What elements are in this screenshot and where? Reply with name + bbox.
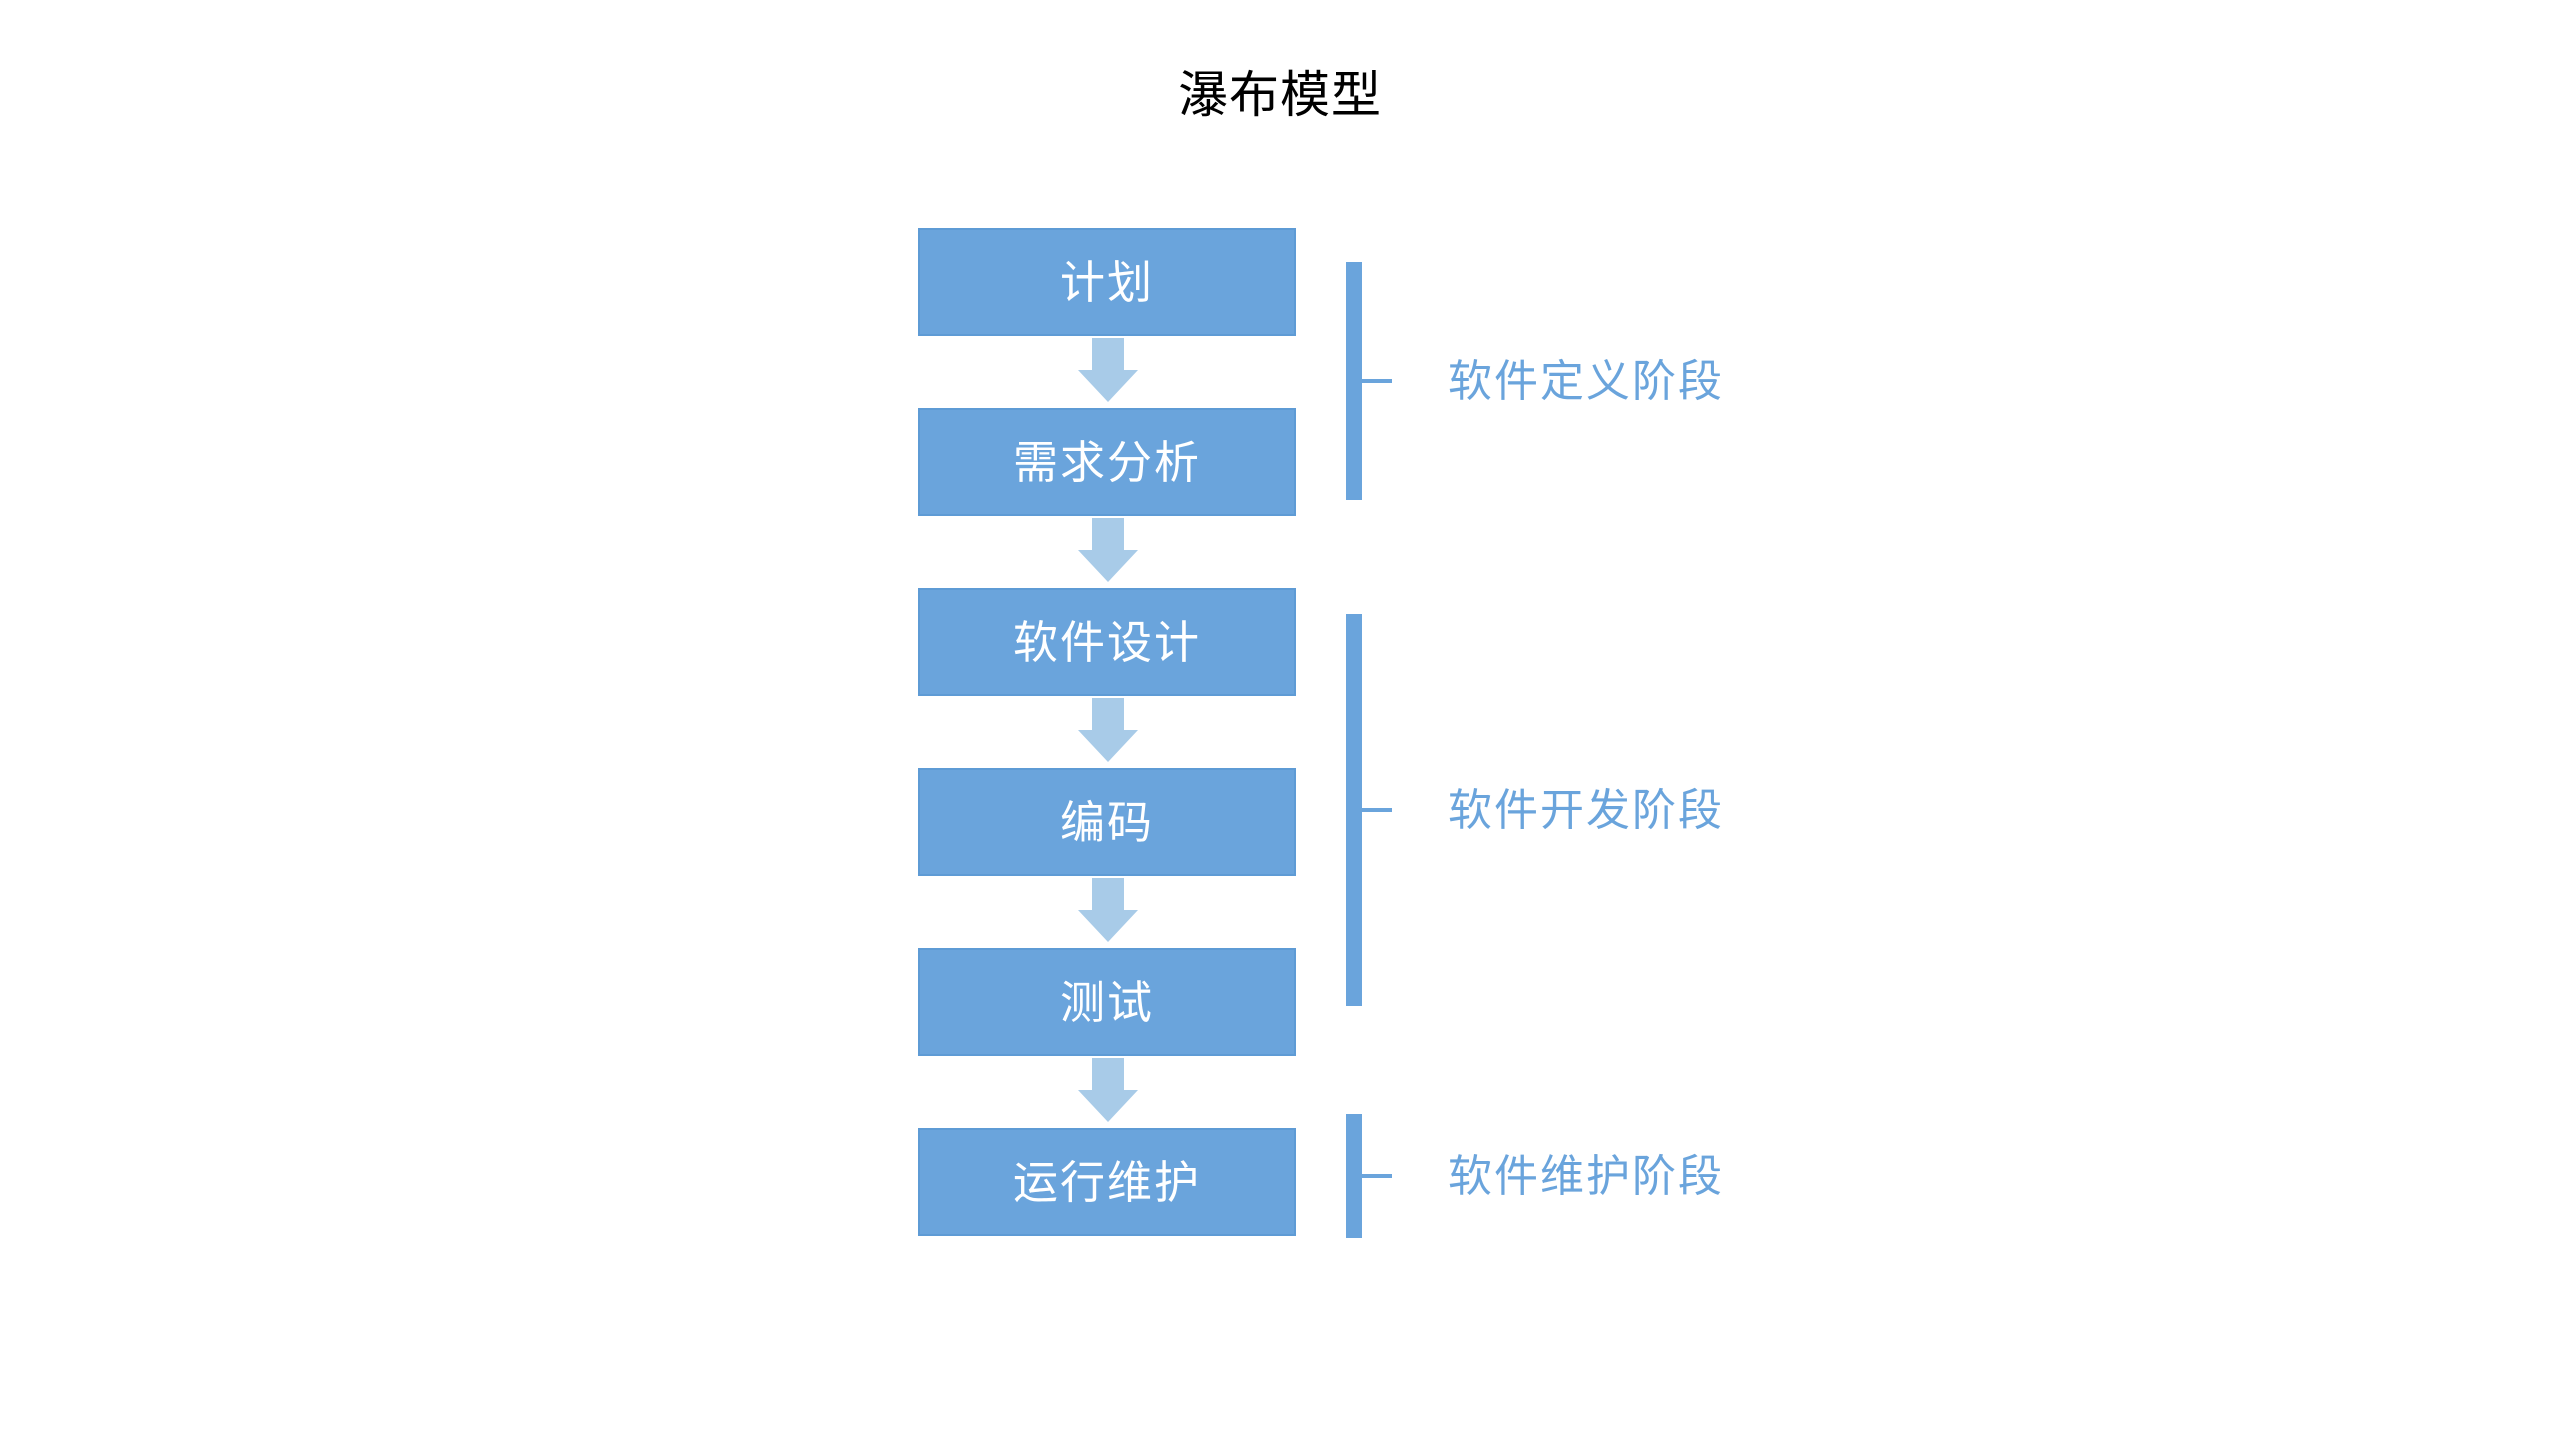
phase-bracket-tick-maintenance: [1362, 1174, 1392, 1178]
arrow-head: [1078, 910, 1138, 942]
down-arrow-icon-1: [1078, 338, 1138, 402]
down-arrow-icon-5: [1078, 1058, 1138, 1122]
stage-box-coding[interactable]: 编码: [918, 768, 1296, 876]
phase-label-maintenance: 软件维护阶段: [1448, 1152, 1724, 1201]
arrow-head: [1078, 730, 1138, 762]
stage-box-requirements[interactable]: 需求分析: [918, 408, 1296, 516]
phase-bracket-definition: [1346, 262, 1362, 500]
stage-label-maintenance: 运行维护: [1012, 1156, 1201, 1208]
arrow-shaft: [1092, 698, 1124, 732]
arrow-head: [1078, 1090, 1138, 1122]
stage-label-coding: 编码: [1059, 796, 1154, 848]
page-title: 瀑布模型: [1178, 67, 1382, 123]
stage-label-testing: 测试: [1059, 976, 1154, 1028]
phase-label-definition: 软件定义阶段: [1448, 357, 1724, 406]
stage-box-plan[interactable]: 计划: [918, 228, 1296, 336]
down-arrow-icon-3: [1078, 698, 1138, 762]
stage-box-testing[interactable]: 测试: [918, 948, 1296, 1056]
phase-bracket-tick-development: [1362, 808, 1392, 812]
arrow-shaft: [1092, 878, 1124, 912]
stage-label-requirements: 需求分析: [1012, 436, 1201, 488]
stage-box-maintenance[interactable]: 运行维护: [918, 1128, 1296, 1236]
phase-bracket-tick-definition: [1362, 379, 1392, 383]
phase-bracket-development: [1346, 614, 1362, 1006]
stage-label-design: 软件设计: [1012, 616, 1201, 668]
arrow-shaft: [1092, 338, 1124, 372]
stage-box-design[interactable]: 软件设计: [918, 588, 1296, 696]
phase-bracket-maintenance: [1346, 1114, 1362, 1238]
phase-label-development: 软件开发阶段: [1448, 786, 1724, 835]
down-arrow-icon-4: [1078, 878, 1138, 942]
waterfall-flow-column: 计划 需求分析 软件设计 编码: [918, 228, 1298, 1248]
arrow-head: [1078, 550, 1138, 582]
arrow-head: [1078, 370, 1138, 402]
stage-label-plan: 计划: [1059, 256, 1154, 308]
arrow-shaft: [1092, 1058, 1124, 1092]
arrow-shaft: [1092, 518, 1124, 552]
down-arrow-icon-2: [1078, 518, 1138, 582]
